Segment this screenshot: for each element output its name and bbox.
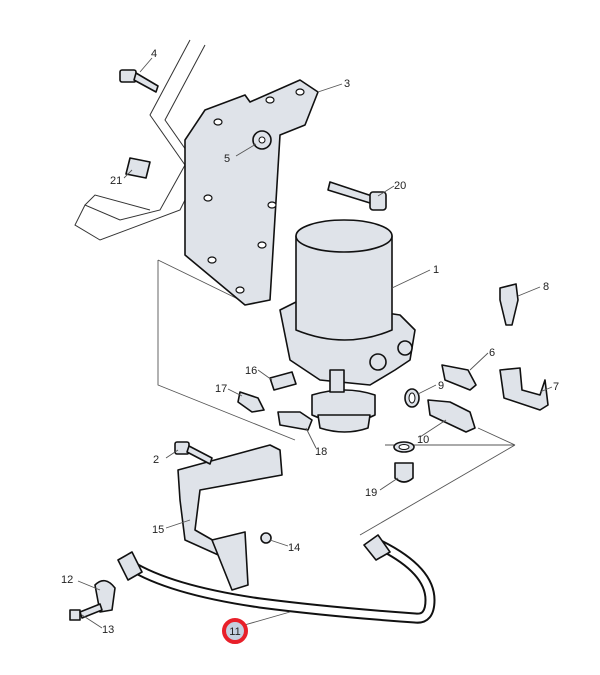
- callout-9[interactable]: 9: [438, 380, 444, 392]
- callout-20[interactable]: 20: [394, 180, 406, 192]
- washer: [393, 441, 415, 453]
- callout-8[interactable]: 8: [543, 281, 549, 293]
- air-dryer: [279, 219, 416, 433]
- callout-15[interactable]: 15: [152, 524, 164, 536]
- plate: [211, 531, 249, 591]
- callout-18[interactable]: 18: [315, 446, 327, 458]
- callout-12[interactable]: 12: [61, 574, 73, 586]
- callout-16[interactable]: 16: [245, 365, 257, 377]
- nut-14: [260, 532, 272, 544]
- leader-lines: [77, 57, 553, 631]
- callout-14[interactable]: 14: [288, 542, 300, 554]
- callout-13[interactable]: 13: [102, 624, 114, 636]
- fitting-6: [441, 364, 477, 391]
- callout-11-highlighted[interactable]: 11: [222, 618, 248, 644]
- callout-10[interactable]: 10: [417, 434, 429, 446]
- plug-19: [394, 462, 414, 483]
- pipe-11: [117, 534, 436, 624]
- bolt-2: [174, 441, 213, 465]
- callout-5[interactable]: 5: [224, 153, 230, 165]
- fitting-10: [427, 399, 476, 433]
- support-bracket-15: [177, 444, 283, 559]
- bolt-20: [327, 181, 387, 211]
- callout-21[interactable]: 21: [110, 175, 122, 187]
- callout-7[interactable]: 7: [553, 381, 559, 393]
- callout-labels: 1 2 3 4 5 6 7 8 9 10 11 12 13 14 15 16 1…: [61, 48, 559, 644]
- callout-1[interactable]: 1: [433, 264, 439, 276]
- nut-5: [252, 130, 272, 150]
- spacer-21: [125, 157, 151, 179]
- fitting-18: [277, 411, 313, 431]
- callout-19[interactable]: 19: [365, 487, 377, 499]
- callout-6[interactable]: 6: [489, 347, 495, 359]
- mounting-bracket: [184, 79, 319, 306]
- callout-2[interactable]: 2: [153, 454, 159, 466]
- fitting-16: [269, 371, 297, 391]
- callout-17[interactable]: 17: [215, 383, 227, 395]
- callout-4[interactable]: 4: [151, 48, 157, 60]
- assembly-guide-lines: [157, 259, 516, 536]
- bracket-holes: [203, 88, 305, 294]
- elbow-17: [237, 391, 265, 413]
- callout-11[interactable]: 11: [229, 626, 240, 638]
- seal-ring-9: [404, 388, 420, 408]
- screw-13: [69, 603, 103, 621]
- callout-3[interactable]: 3: [344, 78, 350, 90]
- valve-8: [499, 283, 519, 326]
- bolt-4: [119, 69, 159, 93]
- elbow-7: [499, 367, 549, 411]
